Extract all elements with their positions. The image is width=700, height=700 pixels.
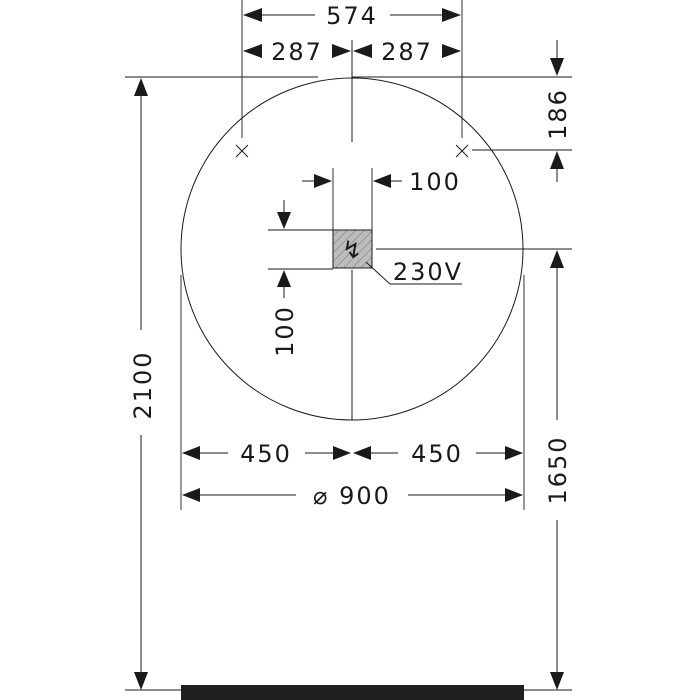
dim-900-line: [182, 488, 523, 502]
dim-574-label: 574: [326, 2, 378, 30]
dim-287-left-label: 287: [271, 38, 323, 66]
dim-287-line: [243, 44, 461, 58]
mount-point-left-icon: [235, 144, 249, 158]
dim-574-line: [243, 8, 461, 22]
dim-100-height-label: 100: [271, 305, 299, 357]
mount-point-right-icon: [455, 144, 469, 158]
dim-1650-label: 1650: [544, 435, 572, 504]
dim-186-label: 186: [544, 88, 572, 140]
dim-100-width-arrows: [302, 174, 402, 188]
outlet-box: [332, 229, 373, 269]
dim-100-width-label: 100: [409, 168, 461, 196]
dim-2100-label: 2100: [129, 350, 157, 419]
dim-100-height-arrows: [277, 200, 291, 298]
voltage-label: 230V: [393, 258, 463, 286]
dim-450-right-label: 450: [411, 440, 463, 468]
floor-bar: [181, 685, 524, 700]
lightning-icon: ↯: [342, 236, 362, 264]
dim-450-line: [182, 446, 523, 460]
dim-900-label: ⌀ 900: [313, 482, 391, 510]
dim-2100-line: [134, 78, 148, 690]
dim-186-arrows: [550, 40, 564, 182]
dim-1650-line: [550, 250, 564, 690]
voltage-leader: [365, 261, 391, 285]
dim-287-right-label: 287: [381, 38, 433, 66]
dim-450-left-label: 450: [240, 440, 292, 468]
